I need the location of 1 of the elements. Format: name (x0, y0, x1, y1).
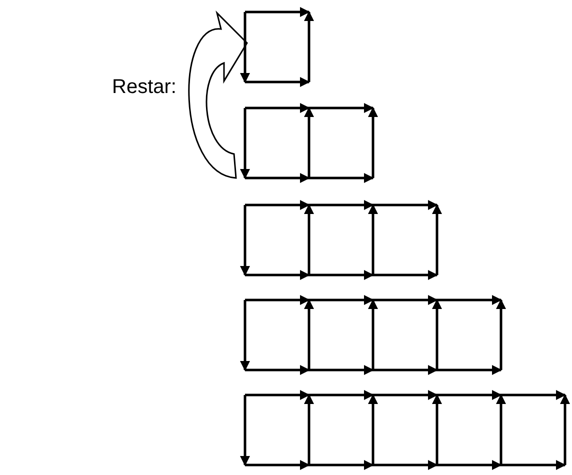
operation-label: Restar: (112, 76, 176, 99)
